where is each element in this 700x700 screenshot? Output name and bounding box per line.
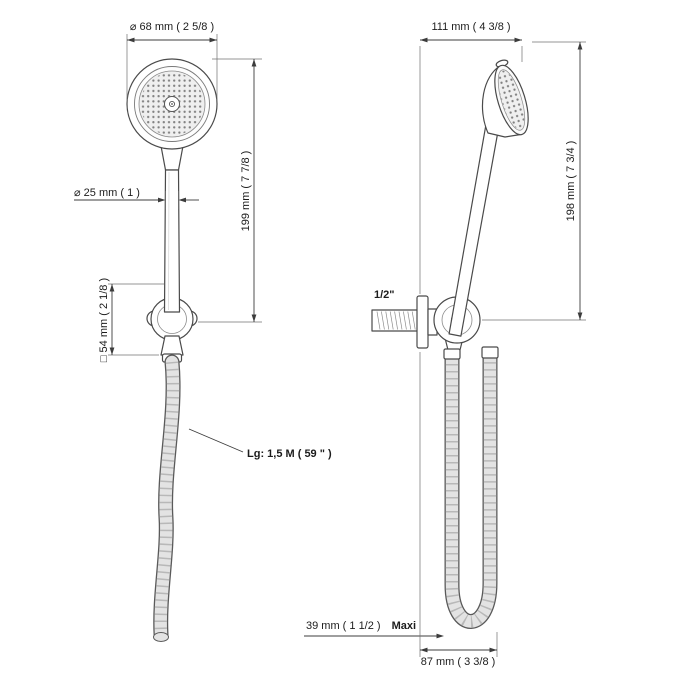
arrowhead [209,37,217,43]
arrowhead [436,633,444,639]
arrowhead [420,647,428,653]
loop-clearance-suffix: Maxi [392,620,416,632]
hose-front [153,354,181,642]
arrowhead [251,314,257,322]
hose-end-cap [153,632,169,642]
bracket-height-label: □ 54 mm ( 2 1/8 ) [98,278,110,362]
brand-mark-icon [168,100,176,108]
hose-body [154,355,180,641]
dim-loop-clearance: 39 mm ( 1 1/2 ) Maxi [304,620,444,639]
arrowhead [577,312,583,320]
arrowhead [158,197,166,203]
dim-height-front: 199 mm ( 7 7/8 ) [198,58,262,323]
loop-width-label: 87 mm ( 3 3/8 ) [421,656,496,668]
wall-plate [416,295,429,349]
pipe-threads [376,311,416,330]
hose-length-label: Lg: 1,5 M ( 59 " ) [247,448,332,460]
shower-neck [160,145,184,171]
dim-height-side: 198 mm ( 7 3/4 ) [482,41,586,321]
handle-diameter-label: ⌀ 25 mm ( 1 ) [74,187,140,199]
shower-head-side [481,59,529,138]
shower-head-front [126,58,218,150]
arrowhead [109,347,115,355]
hose-length-callout: Lg: 1,5 M ( 59 " ) [188,428,332,460]
hose-side [444,348,498,629]
dim-bracket-height: □ 54 mm ( 2 1/8 ) [98,278,164,362]
supply-pipe [371,309,419,332]
arrowhead [577,42,583,50]
arrowhead [109,284,115,292]
loop-clearance-label: 39 mm ( 1 1/2 ) Maxi [306,620,416,632]
loop-clearance-value: 39 mm ( 1 1/2 ) [306,620,381,632]
dim-loop-width: 87 mm ( 3 3/8 ) [419,352,498,668]
arrowhead [420,37,428,43]
hose-texture [445,356,497,628]
arrowhead [127,37,135,43]
brand-mark-dot [171,103,173,105]
head-diameter-label: ⌀ 68 mm ( 2 5/8 ) [130,21,214,33]
dim-depth: 111 mm ( 4 3/8 ) [419,21,523,294]
hose-nut-left [443,348,461,360]
spray-nozzles-dots-side [498,70,525,130]
shower-handle [163,169,181,313]
leader-line [188,428,244,453]
handle-highlight [168,171,170,311]
dim-head-diameter: ⌀ 68 mm ( 2 5/8 ) [126,21,218,100]
bracket-bell [160,335,184,356]
side-height-label: 198 mm ( 7 3/4 ) [565,141,577,222]
arrowhead [489,647,497,653]
arrowhead [514,37,522,43]
dim-handle-diameter: ⌀ 25 mm ( 1 ) [74,187,199,209]
connection-size-label: 1/2" [374,289,395,301]
front-view: ⌀ 68 mm ( 2 5/8 ) ⌀ 25 mm ( 1 ) 199 mm (… [74,21,332,642]
side-view: 1/2" 111 mm ( 4 3/8 ) 198 mm ( 7 3/4 ) 3… [304,21,586,668]
hose-nut-right [481,346,499,359]
arrowhead [178,197,186,203]
arrowhead [251,59,257,67]
front-height-label: 199 mm ( 7 7/8 ) [240,151,252,232]
depth-label: 111 mm ( 4 3/8 ) [431,21,510,33]
